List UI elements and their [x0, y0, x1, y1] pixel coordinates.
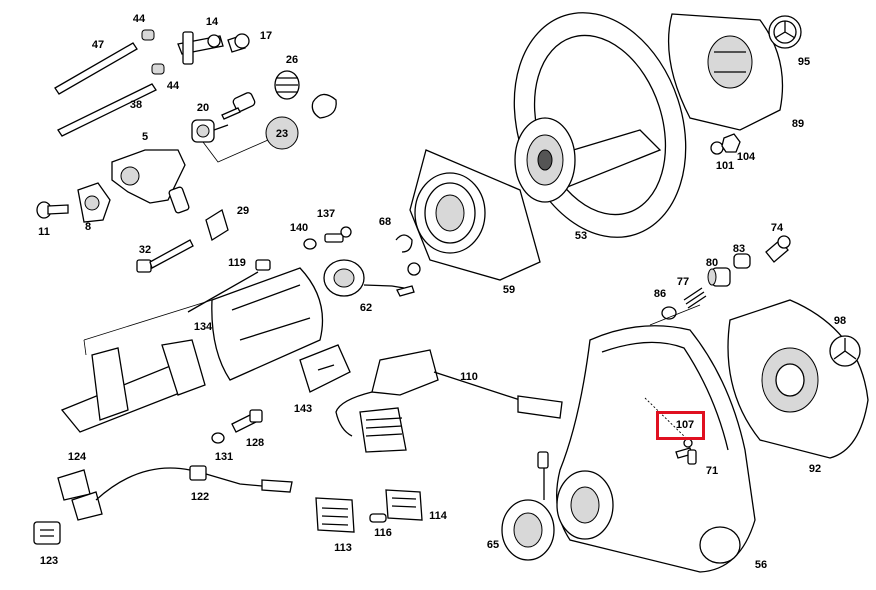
part-label-122: 122	[190, 491, 210, 503]
part-label-53: 53	[574, 230, 588, 242]
retaining-clip	[311, 93, 337, 119]
part-label-23: 23	[275, 128, 289, 140]
part-label-113: 113	[334, 542, 352, 554]
part-label-124: 124	[67, 451, 87, 463]
part-17-screw	[227, 33, 250, 53]
part-label-123: 123	[39, 555, 59, 567]
part-label-62: 62	[359, 302, 373, 314]
part-label-101: 101	[715, 160, 735, 172]
part-label-68: 68	[378, 216, 392, 228]
part-38-rod	[57, 83, 157, 137]
part-label-32: 32	[138, 244, 152, 256]
part-26-spring	[274, 70, 300, 100]
part-label-5: 5	[141, 131, 149, 143]
part-134-column-sleeve	[211, 267, 324, 381]
part-label-20: 20	[196, 102, 210, 114]
part-label-14: 14	[205, 16, 219, 28]
part-label-134: 134	[193, 321, 213, 333]
part-23-disc	[265, 116, 299, 150]
part-label-107: 107	[675, 419, 695, 431]
part-label-26: 26	[285, 54, 299, 66]
part-131-washer	[211, 432, 225, 444]
part-20-lock-cylinder	[191, 119, 229, 143]
part-label-104: 104	[736, 151, 756, 163]
part-label-95: 95	[797, 56, 811, 68]
part-label-47: 47	[91, 39, 105, 51]
part-113-switch	[315, 497, 355, 533]
part-77-spring	[683, 287, 707, 309]
part-label-98: 98	[833, 315, 847, 327]
part-label-131: 131	[214, 451, 234, 463]
part-71-screw	[675, 447, 697, 465]
part-137-screw	[324, 226, 352, 243]
part-label-59: 59	[502, 284, 516, 296]
part-98-emblem-star	[829, 335, 861, 367]
part-89-horn-pad	[667, 13, 784, 131]
part-143-cover	[299, 344, 351, 393]
part-label-92: 92	[808, 463, 822, 475]
part-label-143: 143	[293, 403, 313, 415]
part-123-connector	[33, 521, 61, 545]
part-92-airbag-module	[727, 299, 869, 459]
part-label-74: 74	[770, 222, 784, 234]
part-83-bushing	[733, 253, 751, 269]
part-101-washer	[710, 141, 724, 155]
part-label-116: 116	[374, 527, 392, 539]
part-label-71: 71	[705, 465, 719, 477]
part-119-contact-spring	[187, 259, 271, 313]
part-label-110: 110	[460, 371, 478, 383]
part-32-bolt	[136, 239, 194, 273]
part-label-114: 114	[429, 510, 447, 522]
part-62-slip-ring	[323, 259, 421, 297]
part-label-119: 119	[228, 257, 246, 269]
part-140-washer	[303, 238, 317, 250]
part-label-17: 17	[259, 30, 273, 42]
part-56-steering-wheel	[556, 325, 756, 573]
part-label-44-top: 44	[132, 13, 146, 25]
part-label-44-mid: 44	[166, 80, 180, 92]
part-68-circlip	[395, 234, 413, 253]
part-114-switch	[385, 489, 423, 521]
part-116-bulb	[369, 513, 387, 523]
part-122-cable	[95, 465, 293, 501]
part-5-steering-lock	[111, 149, 190, 214]
steering-column-tube	[60, 339, 206, 433]
part-label-65: 65	[486, 539, 500, 551]
part-label-137: 137	[316, 208, 336, 220]
part-124-connector	[57, 469, 103, 521]
part-110-combination-switch	[335, 349, 563, 453]
part-53-steering-wheel	[513, 12, 687, 238]
part-label-140: 140	[289, 222, 309, 234]
part-80-spacer	[707, 267, 731, 287]
part-14-spindle	[177, 31, 224, 65]
part-104-nut	[721, 133, 741, 153]
part-label-80: 80	[705, 257, 719, 269]
part-label-128: 128	[245, 437, 265, 449]
part-95-emblem	[768, 15, 802, 49]
part-59-column-cover	[409, 149, 541, 281]
part-65-contact-plate	[501, 451, 555, 561]
part-label-83: 83	[732, 243, 746, 255]
part-label-56: 56	[754, 559, 768, 571]
part-74-stud	[765, 235, 791, 263]
part-44-bushing	[141, 29, 165, 75]
highlight-box-part-107	[656, 411, 705, 440]
part-47-rod	[54, 42, 138, 95]
ignition-key	[221, 92, 256, 120]
part-11-screw	[36, 201, 69, 219]
part-128-screw	[231, 409, 263, 433]
part-label-8: 8	[84, 221, 92, 233]
part-label-89: 89	[791, 118, 805, 130]
part-label-86: 86	[653, 288, 667, 300]
part-label-11: 11	[38, 226, 50, 238]
part-label-38: 38	[129, 99, 143, 111]
part-29-bracket	[205, 208, 229, 242]
part-label-29: 29	[236, 205, 250, 217]
part-8-cylinder	[77, 182, 111, 223]
part-label-77: 77	[676, 276, 690, 288]
